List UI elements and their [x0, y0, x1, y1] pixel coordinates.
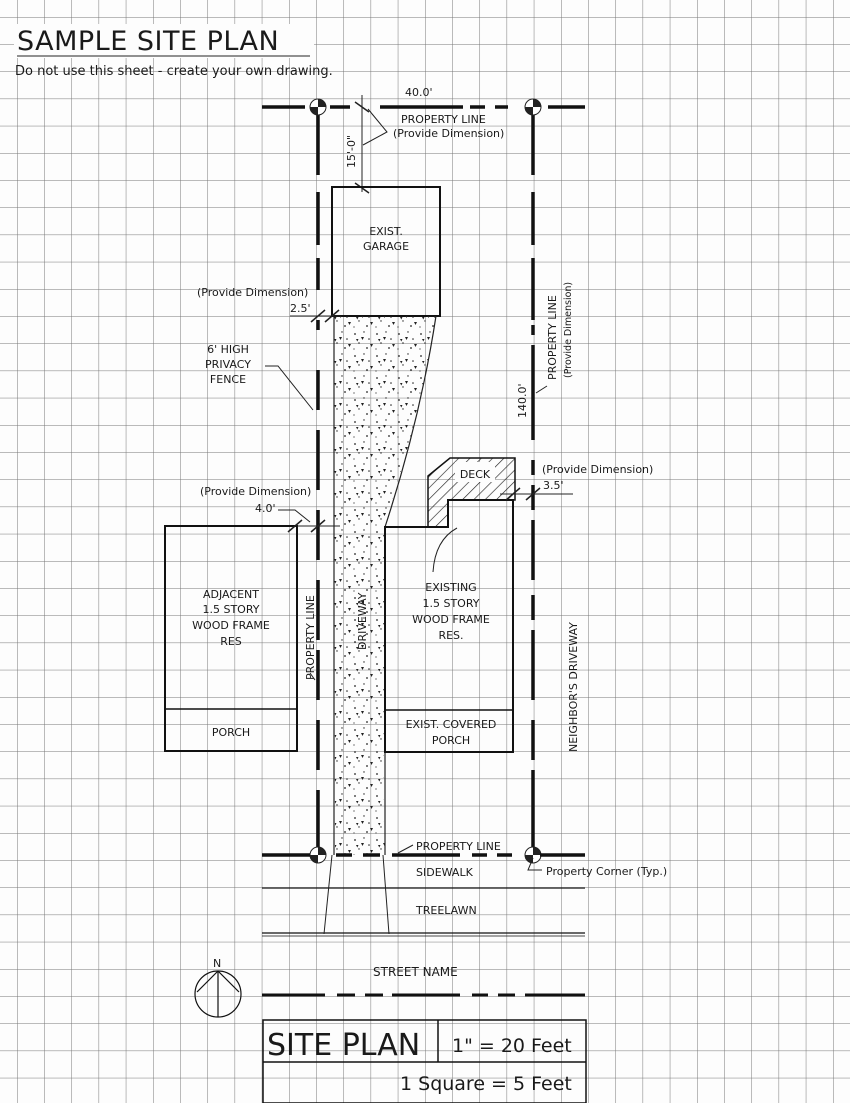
- adjacent-porch-label: PORCH: [212, 726, 250, 739]
- property-corner-markers: [309, 98, 542, 864]
- existing-house-label-4: RES.: [438, 629, 463, 642]
- adjacent-house-label-1: ADJACENT: [203, 588, 259, 601]
- property-line-right-label: PROPERTY LINE: [546, 295, 559, 380]
- property-corner-label: Property Corner (Typ.): [546, 865, 667, 878]
- north-label: N: [213, 957, 221, 970]
- garage-label-2: GARAGE: [363, 240, 409, 253]
- treelawn-label: TREELAWN: [415, 904, 477, 917]
- existing-porch-label-1: EXIST. COVERED: [406, 718, 497, 731]
- adjacent-house-label-2: 1.5 STORY: [202, 603, 259, 616]
- provide-dimension-right-vertical: (Provide Dimension): [563, 282, 574, 378]
- adjacent-house-label-4: RES: [220, 635, 242, 648]
- existing-porch-label-2: PORCH: [432, 734, 470, 747]
- deck-label: DECK: [460, 468, 491, 481]
- property-line-bottom-label: PROPERTY LINE: [416, 840, 501, 853]
- grid-scale: 1 Square = 5 Feet: [400, 1073, 572, 1095]
- house-side-setback-right: 3.5': [543, 479, 564, 492]
- existing-house-label-2: 1.5 STORY: [422, 597, 479, 610]
- lot-width-dimension: 40.0': [405, 86, 433, 99]
- garage-label-1: EXIST.: [369, 225, 403, 238]
- provide-dimension-garage: (Provide Dimension): [197, 286, 308, 299]
- driveway-surface: [334, 316, 436, 855]
- sheet-subtitle: Do not use this sheet - create your own …: [15, 64, 333, 79]
- garage-side-setback: 2.5': [290, 302, 311, 315]
- north-arrow-icon: [194, 970, 242, 1018]
- lot-depth-dimension: 140.0': [516, 383, 529, 418]
- provide-dimension-left: (Provide Dimension): [200, 485, 311, 498]
- existing-house-label-3: WOOD FRAME: [412, 613, 490, 626]
- existing-house: [384, 499, 514, 753]
- neighbors-driveway-label: NEIGHBOR'S DRIVEWAY: [567, 622, 580, 752]
- fence-label-2: PRIVACY: [205, 358, 251, 371]
- garage-rear-setback: 15'-0": [345, 135, 358, 168]
- sheet-title: SAMPLE SITE PLAN: [17, 26, 279, 57]
- title-block: [262, 1019, 587, 1103]
- adjacent-house: [164, 525, 298, 752]
- property-line-left-label: PROPERTY LINE: [304, 595, 317, 680]
- title-block-title: SITE PLAN: [267, 1028, 420, 1063]
- sidewalk-label: SIDEWALK: [416, 866, 474, 879]
- property-line-top-label: PROPERTY LINE: [401, 113, 486, 126]
- existing-house-label-1: EXISTING: [425, 581, 476, 594]
- adjacent-house-label-3: WOOD FRAME: [192, 619, 270, 632]
- fence-label-3: FENCE: [210, 373, 246, 386]
- driveway-label: DRIVEWAY: [356, 592, 369, 650]
- street-name-label: STREET NAME: [373, 965, 458, 979]
- fence-label-1: 6' HIGH: [207, 343, 249, 356]
- provide-dimension-right: (Provide Dimension): [542, 463, 653, 476]
- drawing-scale: 1" = 20 Feet: [452, 1035, 572, 1057]
- provide-dimension-top: (Provide Dimension): [393, 127, 504, 140]
- house-side-setback-left: 4.0': [255, 502, 276, 515]
